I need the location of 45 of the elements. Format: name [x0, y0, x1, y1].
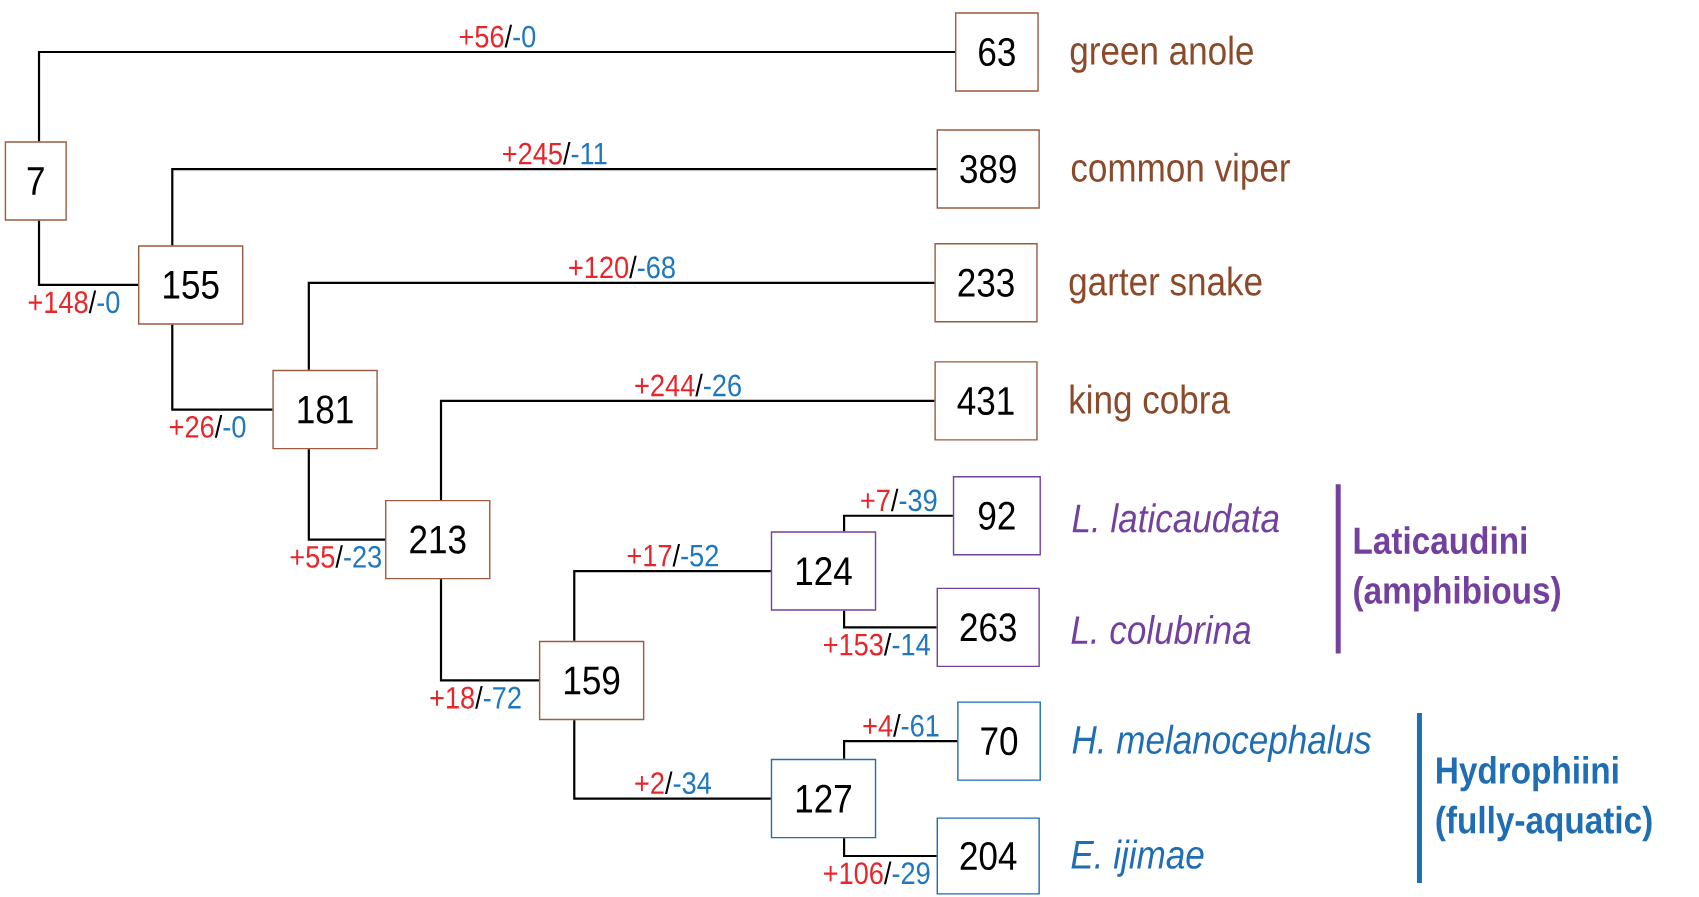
species-label: E. ijimae [1071, 839, 1204, 877]
number-box: 124 [770, 531, 877, 611]
edge-label: +153/-14 [821, 631, 932, 657]
edge-label: +17/-52 [625, 542, 721, 568]
clade-label: Hydrophiini (fully-aquatic) [1436, 755, 1652, 842]
edge-label: +55/-23 [288, 544, 384, 569]
edge-label: +106/-29 [821, 860, 932, 886]
edge-label: +245/-11 [500, 140, 609, 166]
number-box: 127 [770, 758, 877, 839]
edge-label: +26/-0 [167, 414, 248, 439]
clade-label: Laticaudini (amphibious) [1354, 526, 1560, 612]
number-box: 7 [4, 141, 67, 221]
tree-branch [171, 324, 273, 411]
edge-label: +56/-0 [457, 23, 538, 49]
edge-label: +2/-34 [633, 770, 713, 796]
tree-branch [307, 281, 935, 370]
species-label: H. melanocephalus [1072, 724, 1371, 762]
number-box: 70 [957, 701, 1041, 781]
number-box: 155 [138, 245, 244, 325]
number-box: 63 [955, 12, 1039, 92]
number-box: 431 [934, 361, 1038, 441]
number-box: 181 [272, 369, 378, 450]
species-label: L. colubrina [1071, 614, 1251, 645]
edge-label: +148/-0 [26, 289, 122, 315]
number-box: 159 [538, 640, 645, 721]
edge-label: +4/-61 [861, 712, 941, 738]
species-label: L. laticaudata [1072, 503, 1279, 533]
tree-branch [307, 449, 386, 541]
tree-branch [171, 167, 937, 246]
edge-label: +244/-26 [633, 372, 744, 398]
species-label: king cobra [1070, 384, 1230, 422]
number-box: 389 [936, 129, 1040, 209]
tree-branch [573, 569, 771, 641]
species-label: garter snake [1069, 266, 1262, 304]
edge-label: +120/-68 [566, 254, 677, 280]
number-box: 263 [936, 587, 1040, 667]
edge-label: +7/-39 [858, 487, 939, 513]
number-box: 233 [934, 243, 1038, 323]
number-box: 92 [952, 476, 1041, 556]
edge-label: +18/-72 [428, 684, 523, 710]
number-box: 213 [385, 499, 491, 580]
number-box: 204 [936, 817, 1040, 895]
species-label: common viper [1071, 152, 1290, 190]
tree-branch [573, 720, 771, 800]
species-label: green anole [1070, 35, 1253, 73]
